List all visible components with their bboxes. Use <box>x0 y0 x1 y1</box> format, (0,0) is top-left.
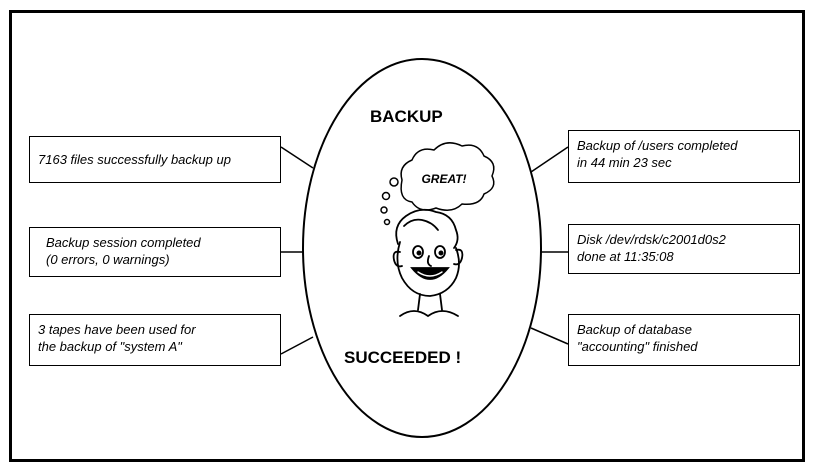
box-line: done at 11:35:08 <box>577 249 674 264</box>
title-backup: BACKUP <box>370 107 443 126</box>
box-line: Backup of database <box>577 322 692 337</box>
box-line: 3 tapes have been used for <box>38 322 196 337</box>
info-box-tapes: 3 tapes have been used for the backup of… <box>29 314 281 366</box>
box-line: the backup of "system A" <box>38 339 182 354</box>
info-box-disk: Disk /dev/rdsk/c2001d0s2 done at 11:35:0… <box>568 224 800 274</box>
info-box-session: Backup session completed (0 errors, 0 wa… <box>29 227 281 277</box>
box-line: Disk /dev/rdsk/c2001d0s2 <box>577 232 726 247</box>
box-line: Backup of /users completed <box>577 138 738 153</box>
box-line: (0 errors, 0 warnings) <box>46 252 170 267</box>
title-succeeded: SUCCEEDED ! <box>344 348 462 367</box>
box-line: 7163 files successfully backup up <box>38 152 231 167</box>
connector-right-3 <box>530 327 569 345</box>
box-line: Backup session completed <box>46 235 201 250</box>
connector-left-1 <box>280 146 314 169</box>
info-box-users: Backup of /users completed in 44 min 23 … <box>568 130 800 183</box>
info-box-files: 7163 files successfully backup up <box>29 136 281 183</box>
connector-right-1 <box>530 146 569 173</box>
box-line: "accounting" finished <box>577 339 698 354</box>
box-line: in 44 min 23 sec <box>577 155 672 170</box>
connector-left-3 <box>280 336 314 355</box>
central-ellipse <box>302 58 542 438</box>
smiling-face-icon <box>392 208 464 318</box>
info-box-database: Backup of database "accounting" finished <box>568 314 800 366</box>
bubble-text: GREAT! <box>421 172 466 186</box>
thought-bubble-icon: GREAT! <box>380 142 495 226</box>
